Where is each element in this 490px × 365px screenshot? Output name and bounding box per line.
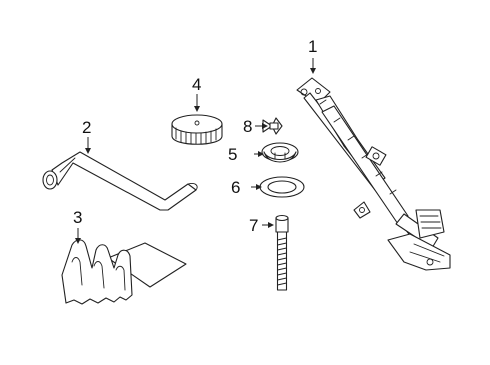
callout-4: 4	[192, 75, 202, 94]
scissor-jack	[296, 77, 451, 271]
callout-5: 5	[228, 145, 238, 164]
callout-8: 8	[243, 117, 253, 136]
leader-1-arrow	[310, 68, 316, 74]
leader-2-arrow	[85, 148, 91, 154]
leader-3-arrow	[75, 238, 81, 244]
callout-1: 1	[308, 37, 318, 56]
knob-cap	[171, 114, 223, 145]
callout-2: 2	[82, 118, 92, 137]
leader-6-arrow	[256, 184, 262, 190]
wheel-chock	[61, 239, 187, 305]
leader-7-arrow	[268, 222, 274, 228]
jack-handle	[42, 151, 198, 211]
leader-5-arrow	[258, 151, 264, 157]
callout-3: 3	[73, 208, 83, 227]
leader-8-arrow	[262, 123, 268, 129]
leader-4-arrow	[194, 106, 200, 112]
callout-6: 6	[231, 178, 241, 197]
ring-washer	[259, 176, 305, 198]
callout-7: 7	[249, 216, 259, 235]
threaded-bolt	[275, 214, 289, 291]
retainer-clip	[261, 142, 299, 163]
